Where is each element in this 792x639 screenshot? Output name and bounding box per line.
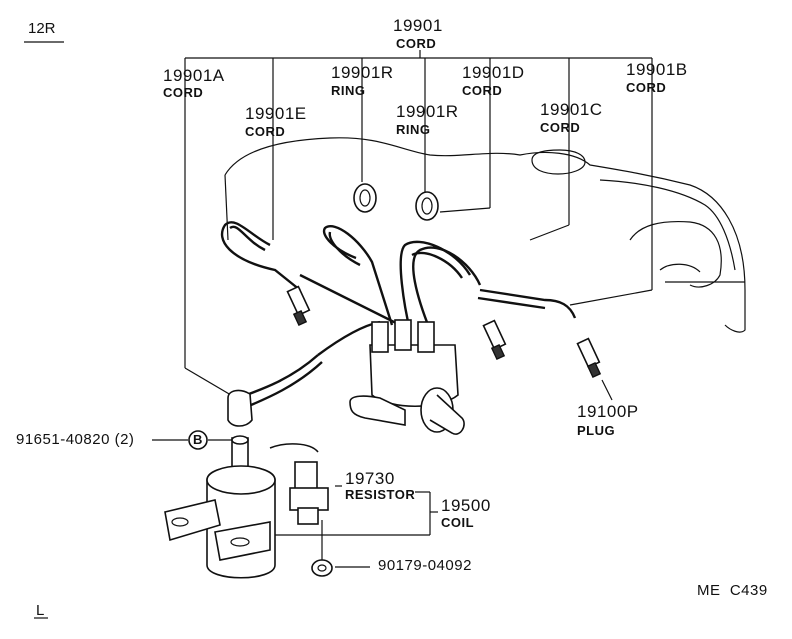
spark-plug-1 [286, 285, 311, 327]
spark-plug-2 [482, 319, 507, 361]
callout-bolt-number: 91651-40820 (2) [16, 431, 135, 448]
callout-19901C-number: 19901C [540, 100, 603, 119]
spark-plug-cords [220, 221, 577, 410]
callout-19901A-desc: CORD [163, 85, 204, 100]
callout-19730-number: 19730 [345, 469, 395, 488]
callout-19901-number: 19901 [393, 16, 443, 35]
callout-19500-desc: COIL [441, 515, 475, 530]
callout-19901B-number: 19901B [626, 60, 688, 79]
callout-19901R-2-desc: RING [396, 122, 431, 137]
callout-19901C-desc: CORD [540, 120, 581, 135]
callout-19901E-number: 19901E [245, 104, 307, 123]
callout-19901E-desc: CORD [245, 124, 286, 139]
spark-plug-3 [576, 337, 602, 379]
corner-mark: L [36, 602, 45, 619]
ring-right [415, 191, 439, 221]
callout-19901R-1-number: 19901R [331, 63, 394, 82]
leader-lines [152, 50, 653, 568]
callout-19901A-number: 19901A [163, 66, 225, 85]
callout-19901B-desc: CORD [626, 80, 667, 95]
callout-19730-desc: RESISTOR [345, 487, 416, 502]
callout-nut-number: 90179-04092 [378, 557, 472, 574]
callout-19901D-number: 19901D [462, 63, 525, 82]
section-code: 12R [28, 20, 56, 37]
callout-19500-number: 19500 [441, 496, 491, 515]
figure-reference: ME C439 [697, 582, 768, 599]
callout-19100P-desc: PLUG [577, 423, 616, 438]
ignition-coil [164, 435, 319, 579]
ring-left [353, 183, 377, 213]
callout-19901D-desc: CORD [462, 83, 503, 98]
callout-19100P-number: 19100P [577, 402, 639, 421]
callout-19901R-1-desc: RING [331, 83, 366, 98]
resistor [289, 461, 329, 525]
nut [311, 520, 333, 577]
coil-boot [227, 389, 253, 427]
callout-19901-desc: CORD [396, 36, 437, 51]
distributor [349, 319, 465, 435]
bolt-tag [188, 430, 208, 450]
callout-bolt-tag: B [193, 432, 203, 447]
callout-19901R-2-number: 19901R [396, 102, 459, 121]
